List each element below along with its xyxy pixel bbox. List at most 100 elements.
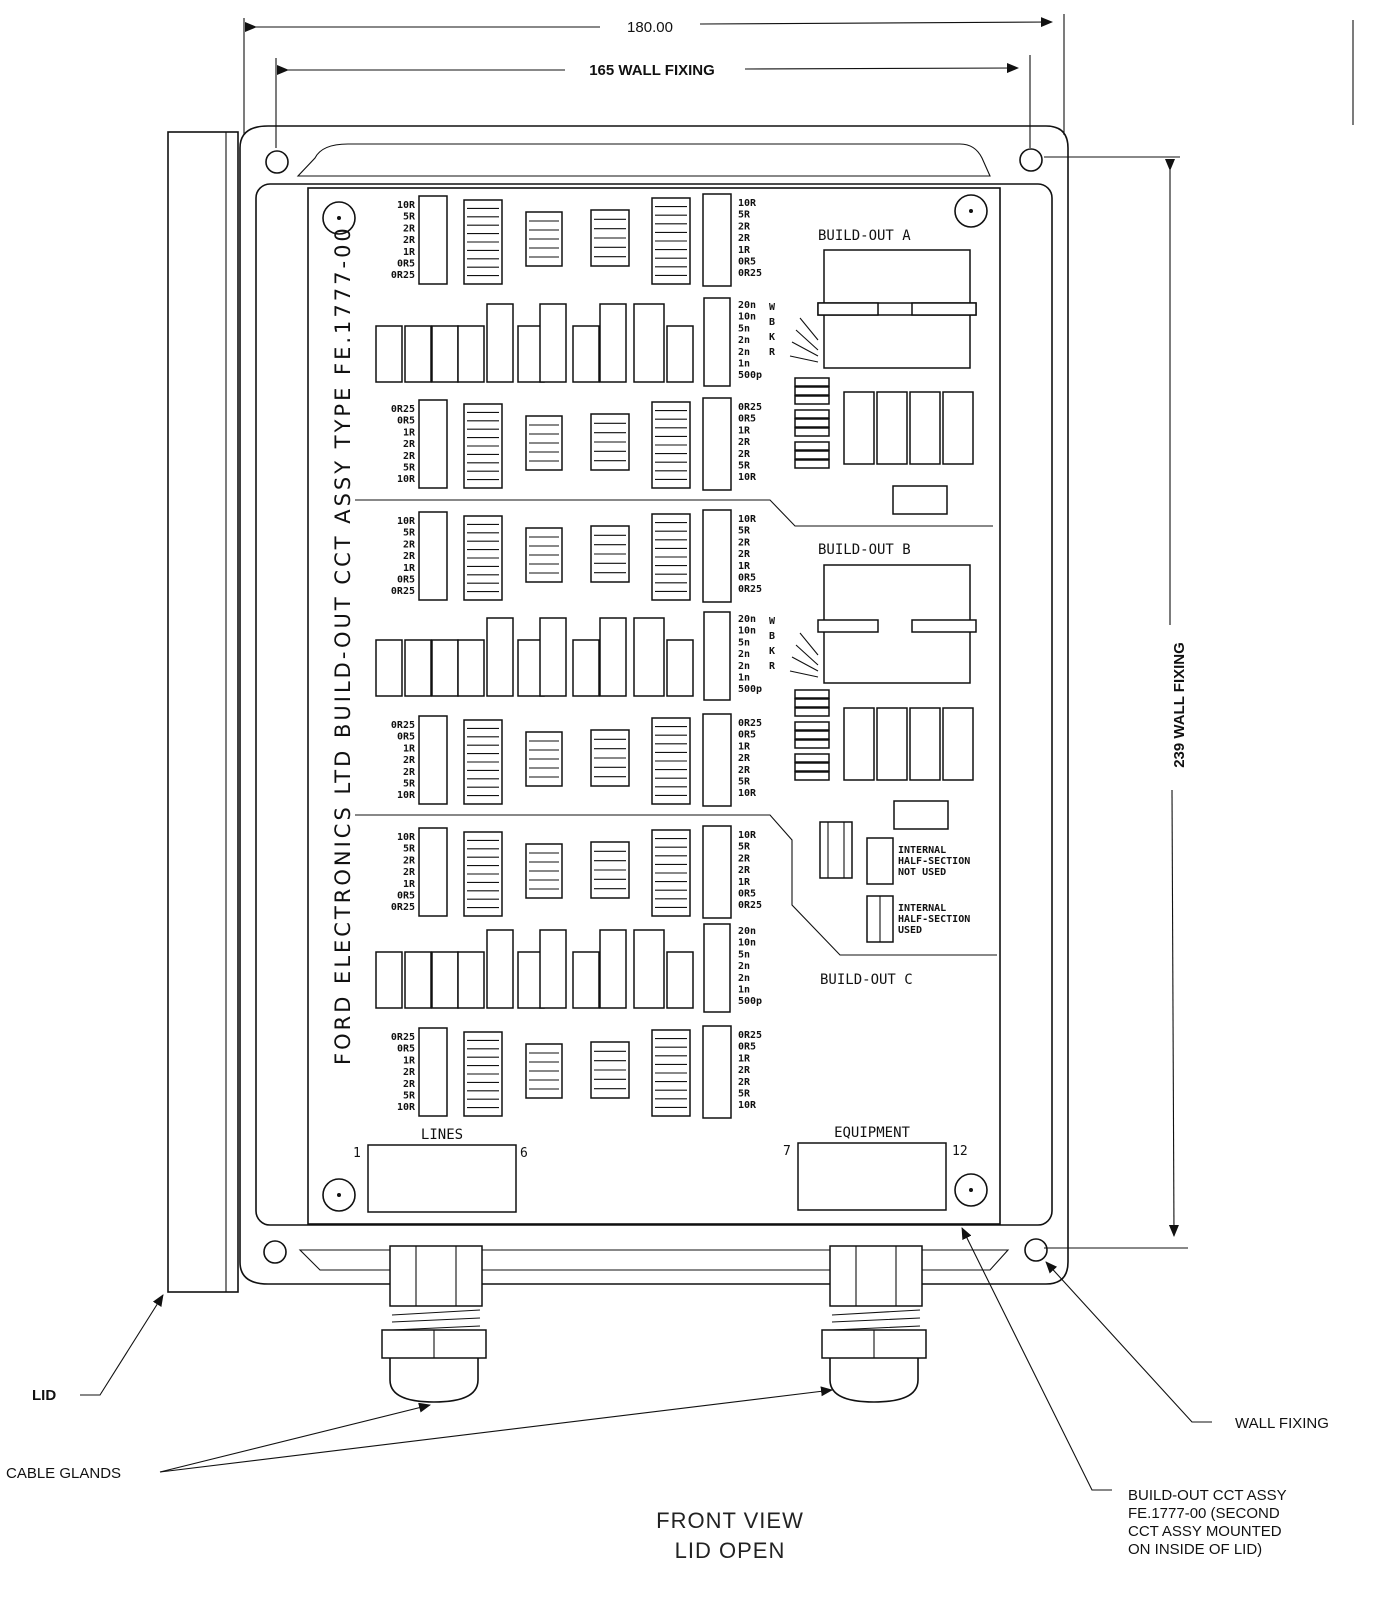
lid — [167, 131, 239, 1293]
capacitor — [375, 951, 403, 1009]
svg-text:USED: USED — [898, 925, 922, 936]
svg-text:1R: 1R — [403, 247, 416, 258]
cable-gland-right — [821, 1245, 927, 1403]
svg-text:20n: 20n — [738, 614, 756, 625]
svg-text:B: B — [769, 317, 775, 328]
svg-text:5R: 5R — [738, 842, 751, 853]
transformer-b — [789, 564, 977, 684]
link-bank — [794, 377, 830, 469]
capacitor-holder — [703, 923, 731, 1013]
svg-text:R: R — [769, 661, 776, 672]
svg-text:500p: 500p — [738, 684, 762, 695]
wall-fixing-height-label: 239 WALL FIXING — [1171, 642, 1188, 768]
svg-text:5R: 5R — [738, 210, 751, 221]
svg-text:2R: 2R — [738, 437, 751, 448]
svg-text:2R: 2R — [738, 1077, 751, 1088]
svg-text:2n: 2n — [738, 347, 750, 358]
resistor-holder — [418, 827, 448, 917]
capacitor — [572, 951, 600, 1009]
svg-text:10n: 10n — [738, 312, 756, 323]
capacitor — [539, 929, 567, 1009]
resistor-bank — [525, 415, 563, 471]
svg-text:10R: 10R — [397, 200, 416, 211]
resistor-holder — [702, 193, 732, 287]
svg-text:2R: 2R — [403, 755, 416, 766]
view-caption-line1: FRONT VIEW — [656, 1508, 804, 1533]
resistor-holder — [418, 511, 448, 601]
svg-text:10n: 10n — [738, 626, 756, 637]
svg-text:0R25: 0R25 — [391, 404, 415, 415]
lines-pin-end: 6 — [520, 1146, 528, 1161]
capacitor — [404, 639, 432, 697]
section-label-c: BUILD-OUT C — [820, 972, 913, 988]
svg-text:INTERNAL: INTERNAL — [898, 903, 946, 914]
svg-text:0R5: 0R5 — [738, 414, 756, 425]
capacitor — [599, 929, 627, 1009]
capacitor — [457, 325, 485, 383]
transformer-a — [789, 249, 977, 369]
relay-block — [843, 707, 974, 781]
resistor-holder — [418, 195, 448, 285]
svg-text:10R: 10R — [397, 790, 416, 801]
svg-text:2R: 2R — [738, 537, 751, 548]
resistor-holder — [702, 1025, 732, 1119]
svg-text:0R5: 0R5 — [397, 891, 415, 902]
lid-callout: LID — [32, 1294, 164, 1404]
resistor-bank — [525, 843, 563, 899]
wall-fixing-width-label: 165 WALL FIXING — [589, 62, 715, 79]
svg-text:20n: 20n — [738, 300, 756, 311]
svg-text:5R: 5R — [403, 844, 416, 855]
svg-text:FE.1777-00 (SECOND: FE.1777-00 (SECOND — [1128, 1505, 1280, 1522]
svg-text:1R: 1R — [403, 1055, 416, 1066]
svg-text:5R: 5R — [738, 1089, 751, 1100]
svg-text:2R: 2R — [738, 549, 751, 560]
resistor-holder — [702, 509, 732, 603]
svg-text:0R5: 0R5 — [738, 889, 756, 900]
relay-block — [843, 391, 974, 465]
svg-text:2R: 2R — [403, 539, 416, 550]
svg-text:0R25: 0R25 — [738, 584, 762, 595]
svg-text:0R5: 0R5 — [738, 1042, 756, 1053]
svg-text:1n: 1n — [738, 359, 750, 370]
svg-text:W: W — [769, 616, 776, 627]
capacitor — [539, 303, 567, 383]
svg-text:2R: 2R — [738, 853, 751, 864]
svg-text:INTERNAL: INTERNAL — [898, 845, 946, 856]
svg-text:2R: 2R — [403, 855, 416, 866]
svg-text:HALF-SECTION: HALF-SECTION — [898, 856, 970, 867]
svg-text:5R: 5R — [738, 526, 751, 537]
svg-text:0R25: 0R25 — [738, 718, 762, 729]
svg-text:5R: 5R — [738, 461, 751, 472]
cable-gland-left — [381, 1245, 487, 1403]
svg-text:2R: 2R — [403, 767, 416, 778]
svg-text:5R: 5R — [403, 212, 416, 223]
resistor-bank — [463, 831, 503, 917]
svg-text:1n: 1n — [738, 673, 750, 684]
svg-text:K: K — [769, 646, 775, 657]
resistor-bank — [651, 197, 691, 285]
resistor-holder — [418, 399, 448, 489]
svg-text:1R: 1R — [403, 563, 416, 574]
svg-text:1R: 1R — [738, 245, 751, 256]
svg-text:2R: 2R — [403, 551, 416, 562]
resistor-holder — [418, 1027, 448, 1117]
svg-text:2R: 2R — [403, 235, 416, 246]
wall-fixing-label: WALL FIXING — [1235, 1415, 1329, 1432]
section-label-a: BUILD-OUT A — [818, 228, 911, 244]
svg-text:2R: 2R — [403, 223, 416, 234]
svg-text:500p: 500p — [738, 996, 762, 1007]
equipment-label: EQUIPMENT — [834, 1125, 910, 1141]
wall-fixing-hole-icon — [1019, 148, 1043, 172]
mounting-hole-icon — [322, 1178, 356, 1212]
capacitor — [375, 325, 403, 383]
svg-text:1R: 1R — [738, 425, 751, 436]
svg-text:0R25: 0R25 — [391, 720, 415, 731]
resistor-holder — [702, 397, 732, 491]
internal-half-section-legend: INTERNAL HALF-SECTION NOT USED INTERNAL … — [819, 821, 970, 943]
svg-text:2R: 2R — [738, 765, 751, 776]
svg-text:0R5: 0R5 — [397, 732, 415, 743]
